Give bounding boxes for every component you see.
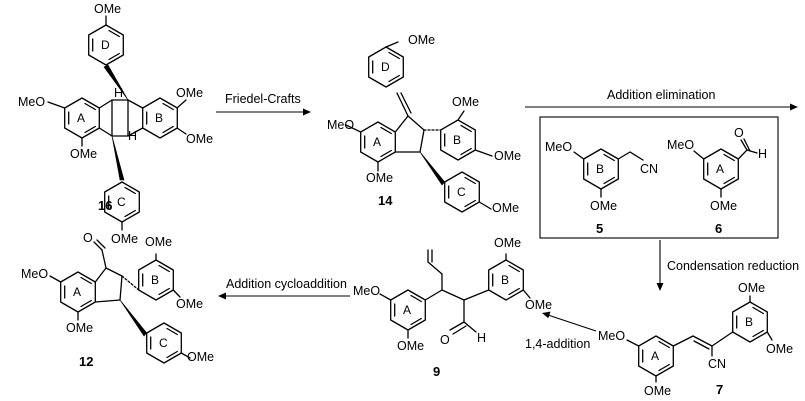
- ome-label: OMe: [494, 236, 521, 250]
- compound-12: O MeO OMe OMe OMe OMe A B C 12: [21, 231, 214, 369]
- cn-label: CN: [708, 357, 726, 371]
- meo-label: MeO: [545, 140, 572, 154]
- compound-5: CN MeO OMe B 5: [545, 140, 658, 236]
- ring-label-b: B: [501, 273, 509, 287]
- compound-9: O H MeO OMe OMe OMe A B 9: [353, 236, 552, 379]
- ring-label-b: B: [745, 315, 753, 329]
- ome-label: OMe: [186, 132, 213, 146]
- reaction-arrow-condensation-reduction: Condensation reduction: [656, 240, 799, 291]
- meo-label: MeO: [667, 138, 694, 152]
- ome-label: OMe: [70, 147, 97, 161]
- ome-label: OMe: [94, 2, 121, 16]
- meo-label: MeO: [598, 329, 625, 343]
- ome-label: OMe: [766, 342, 793, 356]
- compound-6: O H MeO OMe A 6: [667, 126, 767, 236]
- reagent-box: [539, 116, 779, 239]
- condition-label: 1,4-addition: [525, 337, 590, 351]
- compound-number-7: 7: [716, 382, 723, 397]
- h-label: H: [477, 331, 486, 345]
- ome-label: OMe: [452, 95, 479, 109]
- ome-label: OMe: [644, 384, 671, 398]
- o-label: O: [83, 231, 93, 245]
- compound-number-6: 6: [715, 221, 722, 236]
- ome-label: OMe: [397, 339, 424, 353]
- compound-number-12: 12: [79, 354, 93, 369]
- ome-label: OMe: [710, 199, 737, 213]
- ome-label: OMe: [66, 321, 93, 335]
- compound-number-14: 14: [378, 193, 393, 208]
- compound-7: CN MeO OMe OMe OMe A B 7: [598, 281, 793, 398]
- meo-label: MeO: [353, 284, 380, 298]
- h-label: H: [128, 129, 137, 143]
- compound-14: OMe OMe OMe MeO OMe OMe D A B C 14: [327, 33, 521, 215]
- ome-label: OMe: [494, 149, 521, 163]
- ome-label: OMe: [176, 297, 203, 311]
- ring-label-a: A: [651, 349, 659, 363]
- ome-label: OMe: [111, 232, 138, 246]
- compound-number-9: 9: [433, 364, 440, 379]
- reaction-arrow-addition-elimination: Addition elimination: [525, 88, 798, 111]
- ring-label-a: A: [403, 303, 411, 317]
- ring-label-c: C: [457, 185, 466, 199]
- ring-label-b: B: [151, 273, 159, 287]
- ome-label: OMe: [408, 33, 435, 47]
- reaction-arrow-addition-cycloaddition: Addition cycloaddition: [218, 277, 350, 300]
- condition-label: Addition cycloaddition: [226, 277, 347, 291]
- o-label: O: [440, 333, 450, 347]
- ring-label-b: B: [596, 162, 604, 176]
- condition-label: Friedel-Crafts: [225, 92, 301, 106]
- ring-label-c: C: [117, 195, 126, 209]
- ome-label: OMe: [492, 201, 519, 215]
- ring-label-d: D: [101, 38, 110, 52]
- condition-label: Addition elimination: [607, 88, 715, 102]
- reaction-arrow-friedel-crafts: Friedel-Crafts: [216, 92, 311, 116]
- compound-number-5: 5: [596, 221, 603, 236]
- ome-label: OMe: [187, 350, 214, 364]
- h-label: H: [758, 147, 767, 161]
- ring-label-a: A: [77, 111, 85, 125]
- ring-label-b: B: [155, 111, 163, 125]
- meo-label: MeO: [327, 118, 354, 132]
- ome-label: OMe: [738, 281, 765, 295]
- meo-label: MeO: [18, 95, 45, 109]
- reaction-arrow-14-addition: 1,4-addition: [525, 311, 597, 351]
- ome-label: OMe: [366, 171, 393, 185]
- ring-label-a: A: [716, 162, 724, 176]
- cn-label: CN: [640, 162, 658, 176]
- ome-label: OMe: [590, 199, 617, 213]
- ring-label-d: D: [381, 60, 390, 74]
- h-label: H: [114, 86, 123, 100]
- condition-label: Condensation reduction: [667, 259, 799, 273]
- ome-label: OMe: [145, 235, 172, 249]
- ome-label: OMe: [176, 86, 203, 100]
- ome-label: OMe: [525, 298, 552, 312]
- meo-label: MeO: [21, 267, 48, 281]
- compound-number-16: 16: [98, 198, 112, 213]
- compound-16: OMe OMe OMe MeO OMe OMe H H D A B C 16: [18, 2, 213, 246]
- ring-label-a: A: [73, 285, 81, 299]
- o-label: O: [734, 126, 744, 140]
- ring-label-a: A: [373, 135, 381, 149]
- ring-label-b: B: [453, 133, 461, 147]
- ring-label-c: C: [159, 336, 168, 350]
